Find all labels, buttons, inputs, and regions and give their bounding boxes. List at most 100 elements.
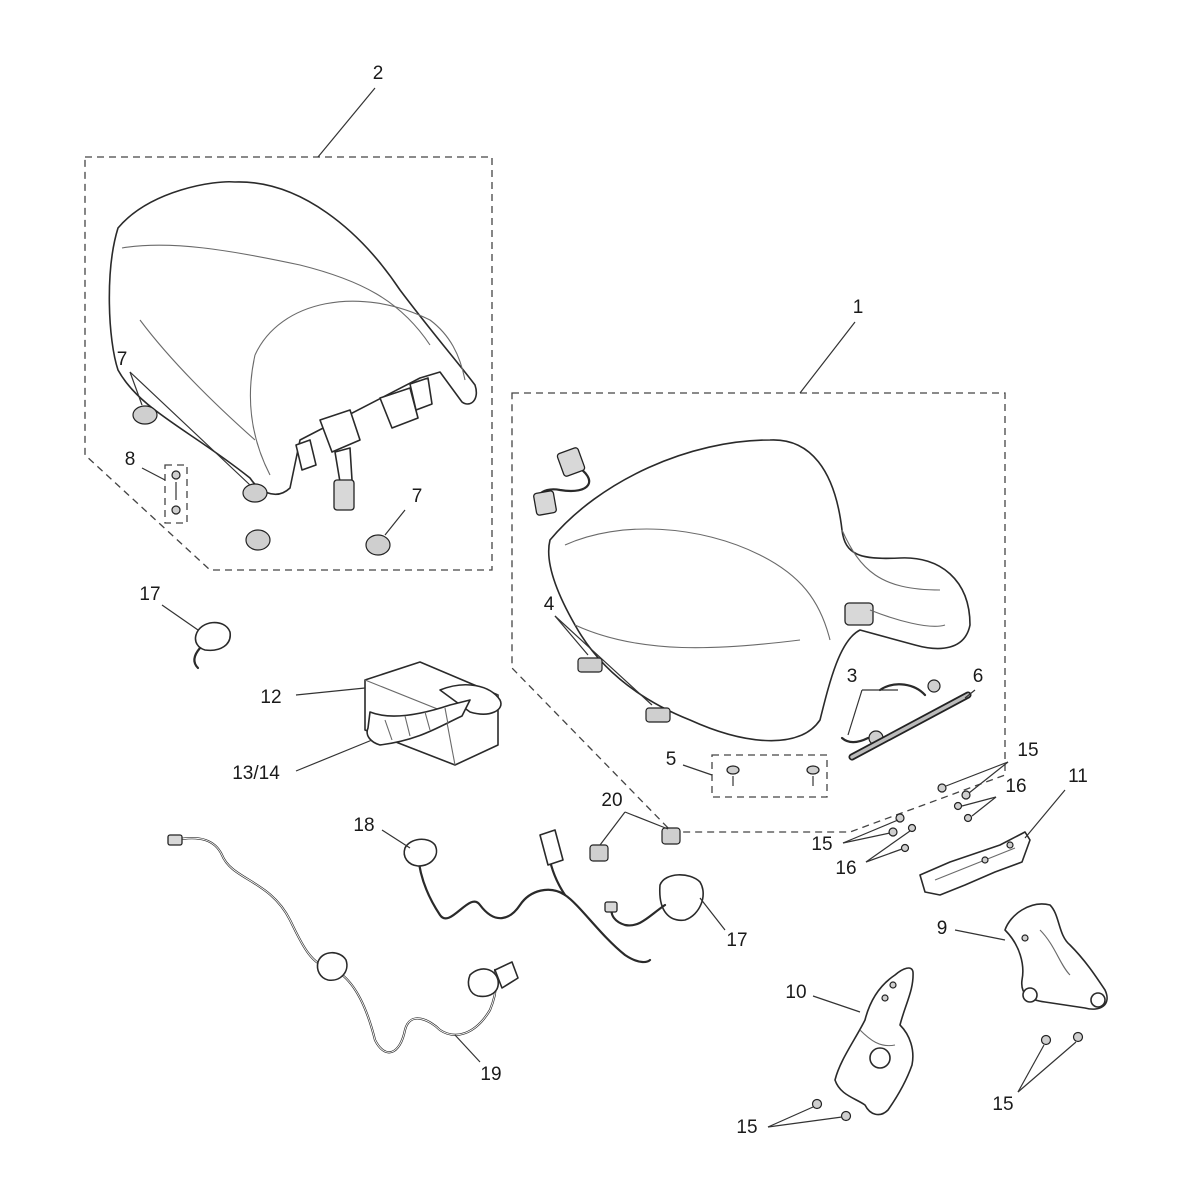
rider-seat-group: 1 4 3 [511, 297, 1006, 833]
leader-7a [129, 371, 143, 406]
callout-17b: 17 [726, 930, 747, 951]
screw-kit-boundary [711, 754, 828, 798]
wire-clip-icon [589, 844, 609, 862]
bracket-icon [919, 831, 1031, 896]
leader-18 [381, 829, 411, 849]
nut-icon [840, 1110, 852, 1122]
callout-15c: 15 [992, 1094, 1013, 1115]
rubber-bumper-icon [132, 405, 158, 425]
washer-icon [963, 813, 973, 823]
leader-17b [699, 897, 726, 931]
leader-16a [961, 796, 997, 807]
callout-11: 11 [1068, 766, 1088, 787]
callout-1: 1 [853, 297, 864, 318]
screw-icon [806, 765, 820, 786]
leader-7a [129, 371, 251, 486]
washer-icon [953, 801, 963, 811]
heated-pad-group: 12 13/14 [232, 661, 502, 784]
screw-kit-boundary [164, 464, 188, 524]
callout-4: 4 [544, 594, 555, 615]
callout-15b: 15 [811, 834, 832, 855]
callout-15a: 15 [1017, 740, 1038, 761]
switch-lower-group: 17 [604, 874, 748, 951]
rubber-bumper-icon [242, 483, 268, 503]
rubber-bumper-icon [365, 534, 391, 556]
leader-15a [945, 761, 1009, 787]
leader-2 [317, 87, 376, 158]
nut-icon [1040, 1034, 1052, 1046]
pillion-seat-kit-boundary [84, 156, 493, 571]
callout-7a: 7 [117, 349, 128, 370]
bracket-9-group: 9 15 [937, 903, 1108, 1115]
clips-group: 20 [589, 790, 681, 862]
heated-seat-switch-icon [604, 874, 704, 927]
leader-6 [964, 689, 976, 699]
harness-18-group: 18 [353, 815, 652, 964]
leader-10 [812, 995, 861, 1013]
callout-7b: 7 [412, 486, 423, 507]
rider-seat-icon [533, 439, 971, 742]
leader-16b [865, 848, 903, 863]
bracket-icon [834, 967, 914, 1116]
leader-15d [767, 1106, 814, 1128]
leader-12 [295, 687, 366, 696]
pillion-seat-group: 2 7 7 [84, 63, 493, 571]
callout-8: 8 [125, 449, 136, 470]
leader-9 [954, 929, 1006, 941]
bracket-icon [1004, 903, 1108, 1010]
wiring-harness-icon [167, 834, 519, 1054]
leader-1 [799, 321, 856, 394]
leader-15b [842, 819, 899, 844]
leader-17a [161, 604, 199, 631]
leader-15c [1017, 1041, 1077, 1093]
callout-5: 5 [666, 749, 677, 770]
switch-upper-group: 17 [139, 584, 231, 670]
leader-20 [624, 811, 669, 830]
leader-16b [865, 830, 911, 863]
leader-15a [968, 761, 1009, 794]
leader-20 [599, 811, 626, 846]
callout-12: 12 [260, 687, 281, 708]
callout-6: 6 [973, 666, 984, 687]
callout-2: 2 [373, 63, 384, 84]
callout-20: 20 [601, 790, 622, 811]
bracket-10-group: 10 15 [736, 967, 914, 1138]
leader-15b [842, 832, 891, 844]
leader-15d [767, 1116, 843, 1128]
leader-8 [141, 467, 166, 481]
callout-16a: 16 [1005, 776, 1026, 797]
strap-icon [366, 699, 471, 746]
leader-16a [971, 796, 997, 817]
bracket-11-group: 11 15 16 15 16 [811, 740, 1088, 896]
nut-icon [937, 783, 947, 793]
rubber-block-icon [645, 707, 671, 723]
heated-seat-switch-icon [193, 621, 231, 670]
callout-3: 3 [847, 666, 858, 687]
leader-4 [554, 615, 589, 656]
callout-19: 19 [480, 1064, 501, 1085]
screw-icon [726, 765, 740, 786]
rider-seat-kit-boundary [511, 392, 1006, 833]
nut-icon [888, 827, 898, 837]
wire-clip-icon [661, 827, 681, 845]
nut-icon [811, 1098, 823, 1110]
callout-18: 18 [353, 815, 374, 836]
rod-icon [848, 691, 972, 761]
leader-19 [454, 1034, 481, 1063]
callout-15d: 15 [736, 1117, 757, 1138]
leader-5 [682, 764, 713, 776]
callout-16b: 16 [835, 858, 856, 879]
leader-15c [1017, 1044, 1045, 1093]
leader-3 [847, 689, 863, 736]
harness-19-group: 19 [167, 834, 519, 1085]
callout-17a: 17 [139, 584, 160, 605]
washer-icon [900, 843, 910, 853]
rubber-block-icon [577, 657, 603, 673]
callout-10: 10 [785, 982, 806, 1003]
pillion-seat-icon [108, 180, 478, 511]
rubber-bumper-icon [245, 529, 271, 551]
screw-icon [171, 470, 181, 515]
leader-13-14 [295, 739, 373, 772]
callout-9: 9 [937, 918, 948, 939]
